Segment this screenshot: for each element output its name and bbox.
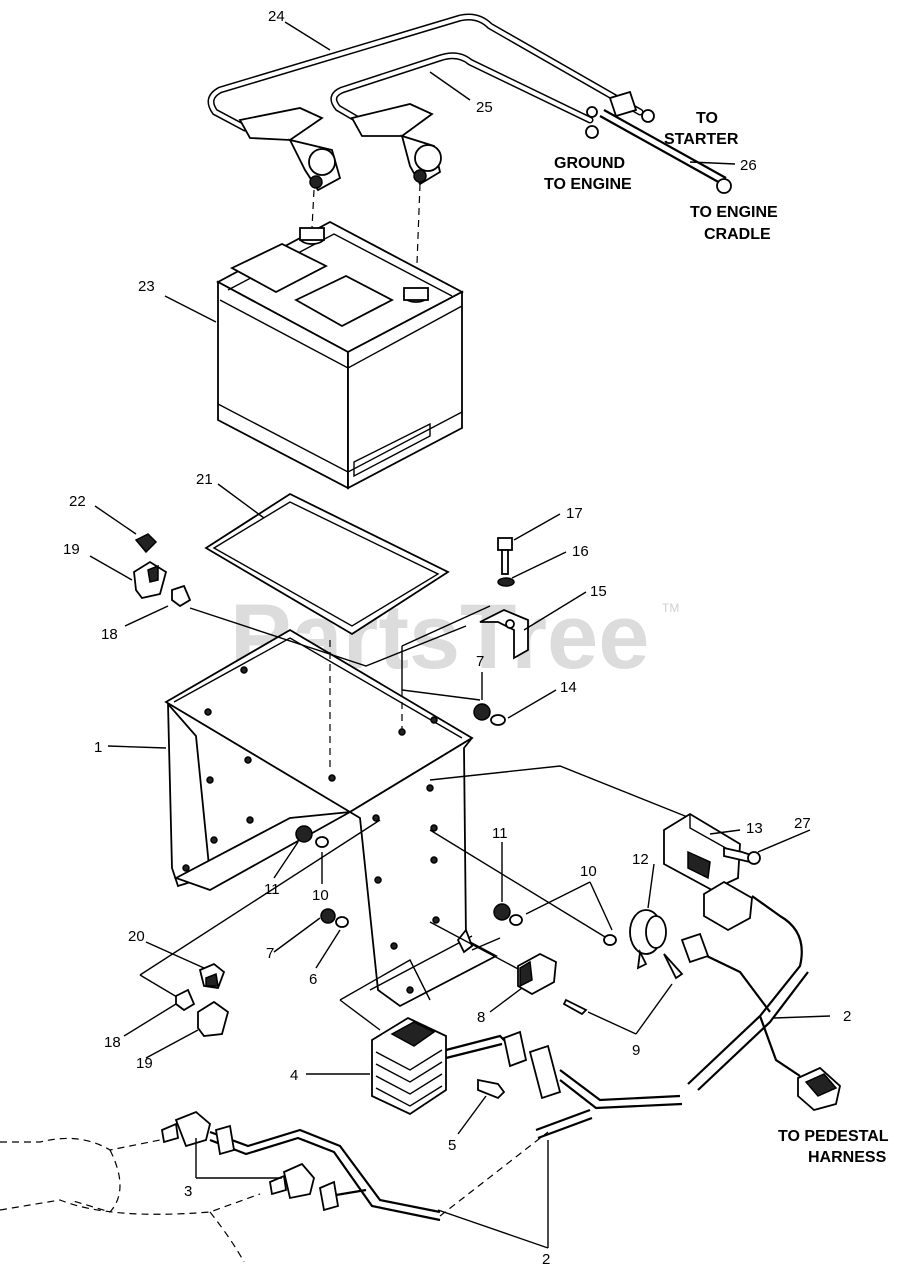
caption-cradle-line2: CRADLE	[704, 226, 771, 243]
battery	[216, 220, 464, 490]
callout-19: 19	[136, 1055, 153, 1072]
engine-outline	[0, 1137, 261, 1263]
callout-25: 25	[476, 99, 493, 116]
callout-19: 19	[63, 541, 80, 558]
captions: TO STARTER GROUND TO ENGINE TO ENGINE CR…	[544, 110, 889, 1166]
caption-pedestal-line2: HARNESS	[808, 1149, 887, 1166]
bolt-washer-bracket	[479, 537, 529, 660]
caption-ground-line2: TO ENGINE	[544, 176, 632, 193]
assembly-lines	[139, 605, 691, 1031]
callout-11: 11	[264, 881, 280, 898]
callout-7: 7	[266, 945, 274, 962]
callout-20: 20	[128, 928, 145, 945]
callout-11: 11	[492, 825, 508, 842]
callout-27: 27	[794, 815, 811, 832]
callout-8: 8	[477, 1009, 485, 1026]
wire-harness	[209, 880, 841, 1222]
callout-2: 2	[843, 1008, 851, 1025]
callout-3: 3	[184, 1183, 192, 1200]
caption-to-starter-line1: TO	[696, 110, 718, 127]
callout-16: 16	[572, 543, 589, 560]
callout-18: 18	[104, 1034, 121, 1051]
callout-1: 1	[94, 739, 102, 756]
terminal-clamp-negative	[350, 103, 442, 186]
callout-labels: 24 25 26 23 22 21 19 18 17 16 15 7 14 1 …	[63, 8, 851, 1268]
watermark-trademark: TM	[662, 601, 679, 615]
leader-dash	[311, 189, 315, 229]
leader-lines	[89, 21, 831, 1249]
callout-9: 9	[632, 1042, 640, 1059]
callout-10: 10	[580, 863, 597, 880]
caption-ground-line1: GROUND	[554, 155, 625, 172]
callout-13: 13	[746, 820, 763, 837]
nuts-washers-lower	[295, 825, 617, 946]
connector-plug	[629, 909, 684, 980]
caption-to-starter-line2: STARTER	[664, 131, 739, 148]
callout-26: 26	[740, 157, 757, 174]
nut-washer-upper	[473, 703, 506, 726]
ground-cable	[599, 109, 732, 194]
caption-cradle-line1: TO ENGINE	[690, 204, 778, 221]
callout-6: 6	[309, 971, 317, 988]
rectifier-regulator	[371, 1016, 506, 1116]
callout-21: 21	[196, 471, 213, 488]
clip-parts-lower	[175, 962, 230, 1037]
callout-15: 15	[590, 583, 607, 600]
callout-24: 24	[268, 8, 285, 25]
callout-2: 2	[542, 1251, 550, 1268]
callout-14: 14	[560, 679, 577, 696]
callout-5: 5	[448, 1137, 456, 1154]
terminal-clamp-positive	[238, 107, 342, 192]
callout-7: 7	[476, 653, 484, 670]
callout-18: 18	[101, 626, 118, 643]
callout-4: 4	[290, 1067, 298, 1084]
spark-plug-boots	[160, 1110, 315, 1200]
callout-22: 22	[69, 493, 86, 510]
battery-cable-positive	[207, 13, 655, 132]
battery-tray	[204, 492, 450, 636]
caption-pedestal-line1: TO PEDESTAL	[778, 1128, 889, 1145]
clip-parts-upper	[133, 533, 192, 608]
callout-17: 17	[566, 505, 583, 522]
callout-10: 10	[312, 887, 329, 904]
battery-cable-negative	[330, 52, 599, 139]
solenoid	[517, 952, 588, 1016]
callout-23: 23	[138, 278, 155, 295]
callout-12: 12	[632, 851, 649, 868]
